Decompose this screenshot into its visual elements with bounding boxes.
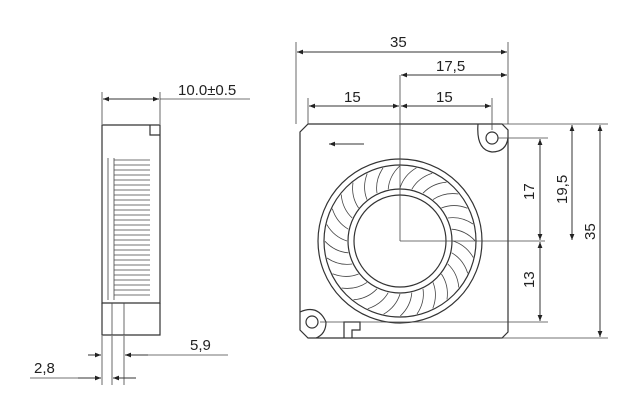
impeller-blade bbox=[341, 282, 368, 289]
impeller-blade bbox=[441, 205, 468, 209]
impeller-blade bbox=[432, 193, 459, 200]
impeller-blade bbox=[452, 240, 474, 258]
impeller-blade bbox=[451, 252, 469, 274]
lower-hole-label: 13 bbox=[521, 271, 538, 288]
impeller-blade bbox=[326, 224, 348, 242]
side-view-lower-lug bbox=[101, 303, 161, 336]
half-width-label: 17,5 bbox=[436, 58, 465, 75]
impeller-blade bbox=[364, 173, 368, 200]
side-view: 10.0±0.5 5,9 2,8 bbox=[30, 82, 250, 385]
impeller-blade bbox=[422, 181, 447, 194]
impeller-blade bbox=[447, 217, 474, 225]
impeller-blade bbox=[441, 273, 448, 300]
impeller-blade bbox=[352, 182, 359, 209]
side-view-housing bbox=[101, 124, 161, 304]
thickness-label: 10.0±0.5 bbox=[178, 82, 236, 99]
impeller-blade bbox=[416, 288, 424, 315]
impeller-blade bbox=[331, 208, 349, 230]
impeller-blade bbox=[387, 165, 400, 190]
mount-hole-top-right bbox=[485, 131, 499, 145]
impeller-blade bbox=[411, 172, 433, 190]
impeller-blade bbox=[332, 273, 359, 277]
impeller-blade bbox=[340, 194, 353, 219]
mount-hole-bottom-left bbox=[305, 315, 319, 329]
dim-5-9-label: 5,9 bbox=[190, 337, 211, 354]
left-offset-label: 15 bbox=[344, 89, 361, 106]
side-view-fins bbox=[114, 159, 150, 296]
width-total-label: 35 bbox=[390, 34, 407, 51]
impeller-blade bbox=[383, 293, 401, 315]
impeller-blade bbox=[367, 292, 389, 310]
impeller-blade bbox=[353, 288, 378, 301]
impeller-blade bbox=[447, 263, 460, 288]
impeller-blade bbox=[400, 292, 413, 317]
impeller-blade bbox=[324, 241, 349, 254]
front-view: 35 17,5 15 15 17 13 19,5 35 bbox=[295, 34, 608, 339]
impeller-blade bbox=[432, 282, 436, 309]
impeller-blade bbox=[399, 167, 417, 189]
dim-2-8-label: 2,8 bbox=[34, 360, 55, 377]
impeller-blade bbox=[376, 167, 384, 194]
center-upper-label: 19,5 bbox=[554, 175, 571, 204]
impeller-blades bbox=[324, 165, 476, 317]
bottom-notch bbox=[343, 321, 361, 338]
impeller-blade bbox=[451, 228, 476, 241]
right-offset-label: 15 bbox=[436, 89, 453, 106]
upper-hole-label: 17 bbox=[521, 183, 538, 200]
mount-boss-top-right bbox=[477, 123, 509, 153]
impeller-blade bbox=[326, 257, 353, 265]
side-view-flange bbox=[149, 125, 160, 136]
height-total-label: 35 bbox=[582, 223, 599, 240]
